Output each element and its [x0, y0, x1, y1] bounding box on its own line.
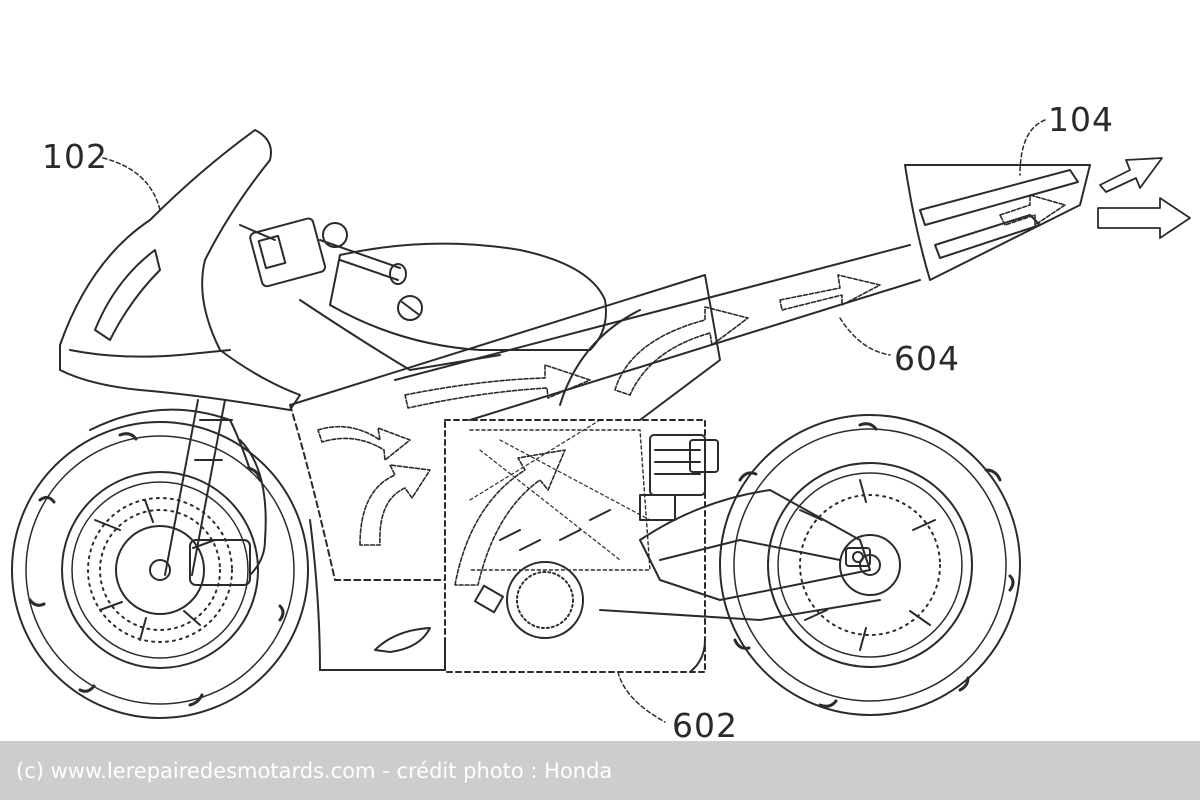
- front-fairing: [59, 129, 301, 411]
- motorcycle-patent-drawing: [11, 119, 1191, 723]
- rear-shock: [639, 434, 719, 521]
- caption-credit: (c) www.lerepairedesmotards.com - crédit…: [16, 758, 613, 783]
- front-fork: [89, 399, 267, 586]
- belly-pan: [319, 627, 706, 673]
- handlebar-controls: [239, 217, 407, 288]
- engine-zone-602: [444, 419, 706, 673]
- leader-lines: [102, 119, 1046, 723]
- swingarm: [599, 489, 881, 621]
- exhaust-arrows: [1097, 157, 1191, 239]
- reference-label-fairing: 102: [42, 137, 108, 176]
- front-wheel: [11, 421, 309, 719]
- airflow-arrows: [317, 194, 1066, 586]
- reference-label-duct: 604: [894, 339, 960, 378]
- reference-label-zone: 602: [672, 706, 738, 745]
- tail-section: [904, 164, 1091, 281]
- fuel-tank: [299, 242, 607, 371]
- reference-label-tail: 104: [1048, 100, 1114, 139]
- caption-bar: (c) www.lerepairedesmotards.com - crédit…: [0, 741, 1200, 800]
- side-panel: [289, 274, 721, 671]
- duct-604: [394, 244, 921, 421]
